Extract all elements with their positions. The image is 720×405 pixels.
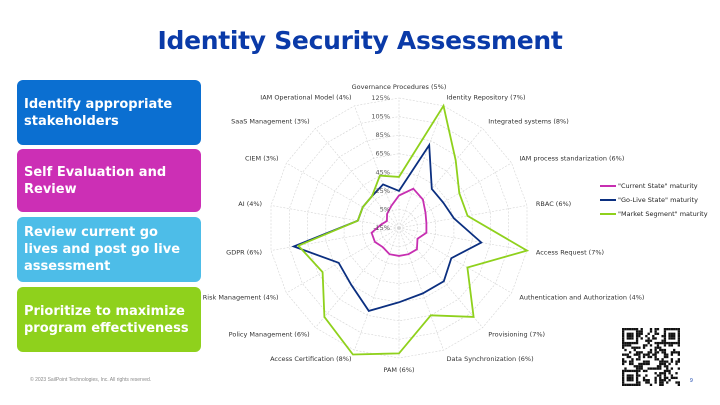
step-self-evaluation: Self Evaluation and Review <box>17 149 201 212</box>
radar-spoke <box>398 128 483 229</box>
radar-tick-label: -15% <box>373 224 390 232</box>
radar-category-label: Access Certification (8%) <box>270 355 351 363</box>
legend-swatch-market <box>600 213 616 215</box>
radar-spoke <box>270 205 400 229</box>
radar-category-label: Provisioning (7%) <box>488 331 545 339</box>
radar-tick-label: 125% <box>371 94 390 102</box>
legend-swatch-go-live <box>600 199 616 201</box>
radar-category-label: Access Request (7%) <box>536 248 604 256</box>
page-title: Identity Security Assessment <box>157 26 563 55</box>
radar-category-label: IAM process standarization (6%) <box>519 155 624 163</box>
radar-category-label: Identity Repository (7%) <box>447 94 526 102</box>
radar-spoke <box>398 227 528 251</box>
radar-spoke <box>286 162 400 229</box>
step-identify-stakeholders: Identify appropriate stakeholders <box>17 80 201 145</box>
radar-category-label: Policy Management (6%) <box>229 331 310 339</box>
radar-spoke <box>398 205 528 229</box>
radar-spoke <box>315 227 400 328</box>
radar-category-label: Risk Management (4%) <box>203 294 279 302</box>
radar-spoke <box>315 128 400 229</box>
radar-spoke <box>398 227 444 351</box>
legend-item-go-live: "Go-Live State" maturity <box>600 193 715 207</box>
qr-modules <box>622 328 680 386</box>
radar-category-label: CIEM (3%) <box>245 155 279 163</box>
legend-item-current: "Current State" maturity <box>600 179 715 193</box>
legend-item-market: "Market Segment" maturity <box>600 207 715 221</box>
step-review-go-lives: Review current go lives and post go live… <box>17 217 201 282</box>
radar-tick-label: 105% <box>371 113 390 121</box>
radar-category-label: Governance Procedures (5%) <box>352 83 447 91</box>
radar-category-label: SaaS Management (3%) <box>231 118 310 126</box>
radar-category-label: Integrated systems (8%) <box>488 118 568 126</box>
radar-tick-label: 85% <box>376 131 390 139</box>
radar-tick-label: 65% <box>376 150 390 158</box>
radar-category-label: RBAC (6%) <box>536 200 571 208</box>
radar-tick-label: 5% <box>380 205 390 213</box>
legend-label-go-live: "Go-Live State" maturity <box>618 196 698 204</box>
radar-spoke <box>270 227 400 251</box>
radar-category-label: Authentication and Authorization (4%) <box>519 294 644 302</box>
radar-grid-ring <box>288 116 510 340</box>
radar-spoke <box>354 105 400 229</box>
legend-label-current: "Current State" maturity <box>618 182 698 190</box>
page-number: 9 <box>690 378 693 384</box>
radar-spoke <box>354 227 400 351</box>
radar-spoke <box>398 162 512 229</box>
radar-category-label: IAM Operational Model (4%) <box>260 94 351 102</box>
series-market-segment <box>296 103 530 356</box>
radar-spoke <box>286 227 400 294</box>
radar-category-label: Data Synchronization (6%) <box>447 355 534 363</box>
radar-category-label: PAM (6%) <box>383 366 414 374</box>
copyright-footer: © 2023 SailPoint Technologies, Inc. All … <box>30 377 152 383</box>
radar-category-label: AI (4%) <box>238 200 262 208</box>
chart-legend: "Current State" maturity "Go-Live State"… <box>600 179 715 221</box>
radar-tick-label: 45% <box>376 168 390 176</box>
legend-label-market: "Market Segment" maturity <box>618 210 708 218</box>
radar-category-label: GDPR (6%) <box>226 248 262 256</box>
radar-grid-ring <box>362 190 436 266</box>
radar-spoke <box>398 105 444 229</box>
qr-code-image <box>622 328 680 386</box>
radar-spoke <box>398 227 483 328</box>
legend-swatch-current <box>600 185 616 187</box>
series-current-state <box>370 187 428 257</box>
step-prioritize: Prioritize to maximize program effective… <box>17 287 201 352</box>
radar-tick-label: 25% <box>376 187 390 195</box>
